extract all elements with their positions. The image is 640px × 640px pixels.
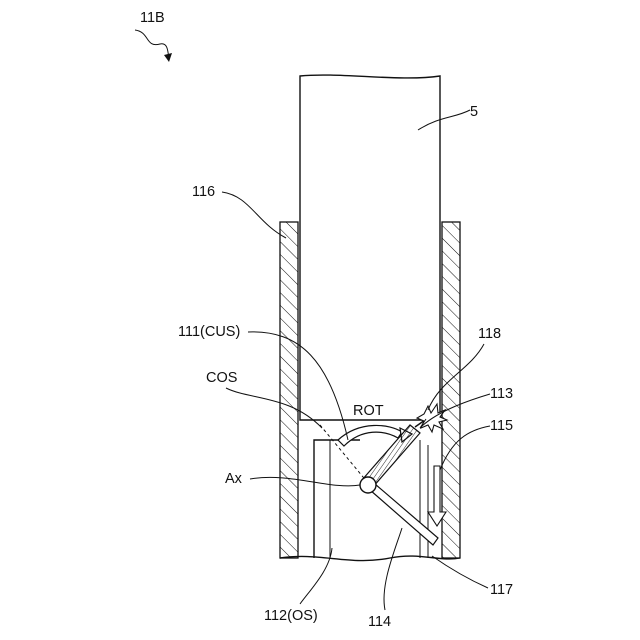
rotation-arc — [338, 425, 402, 446]
cus-label: 111(CUS) — [178, 324, 240, 340]
cos-leader — [226, 388, 322, 428]
tube-leader — [418, 110, 470, 130]
axis-leader — [250, 477, 360, 486]
spark-label: 118 — [478, 326, 501, 342]
contact-label: 113 — [490, 386, 513, 402]
lever-label: 114 — [368, 614, 391, 630]
right-wall — [442, 222, 460, 558]
left-wall — [280, 222, 298, 558]
cos-label: COS — [206, 370, 237, 386]
wall-leader — [222, 192, 286, 238]
wall-label: 116 — [192, 184, 215, 200]
rot-label: ROT — [353, 403, 384, 419]
arrow-label: 115 — [490, 418, 513, 434]
pivot-axis — [360, 477, 376, 493]
os-label: 112(OS) — [264, 608, 318, 624]
bottom-leader — [432, 556, 488, 588]
housing-outline — [314, 440, 360, 558]
figure-arrowhead — [164, 53, 172, 62]
axis-label: Ax — [225, 471, 243, 487]
tube-label: 5 — [470, 104, 478, 120]
lever-leader — [384, 528, 402, 610]
bottom-label: 117 — [490, 582, 513, 598]
figure-leader-line — [135, 30, 169, 60]
figure-number-label: 11B — [140, 10, 165, 26]
